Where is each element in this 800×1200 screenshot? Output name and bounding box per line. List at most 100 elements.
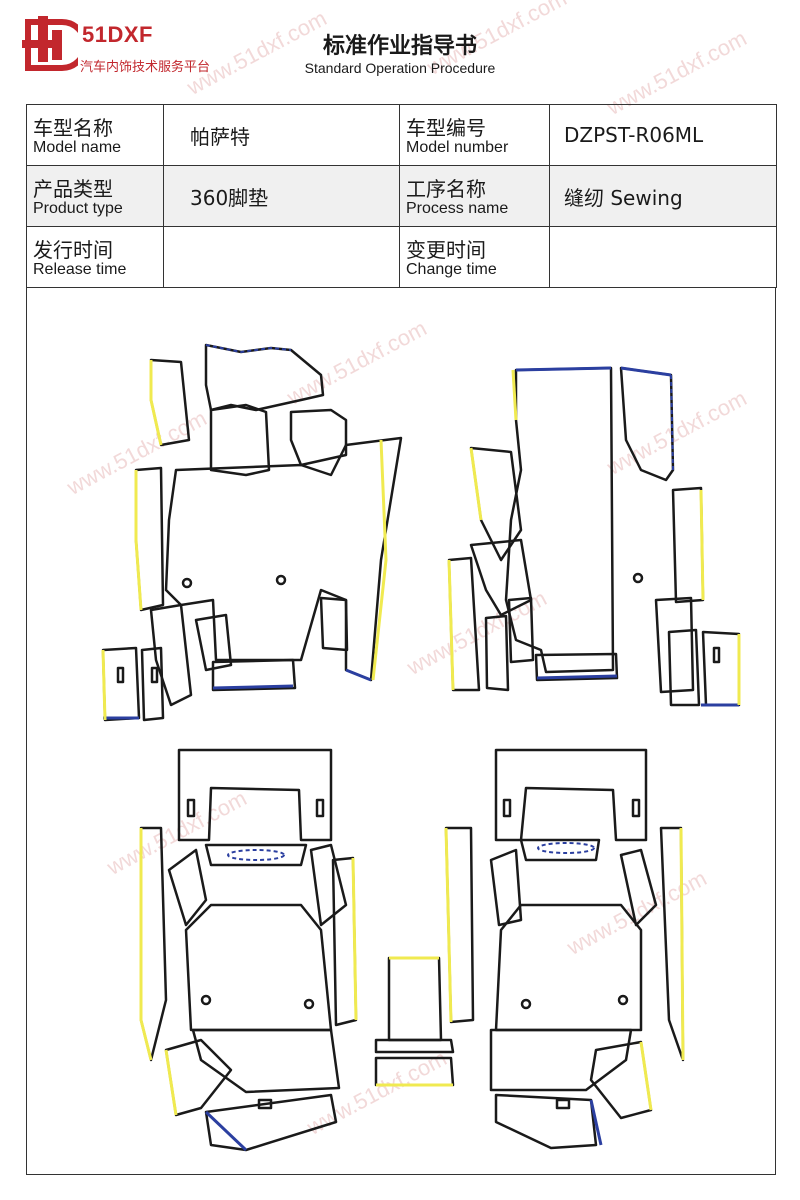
yellow-edge <box>447 559 455 691</box>
pattern-hole <box>520 998 532 1010</box>
pattern-piece <box>671 486 705 604</box>
pattern-piece <box>101 646 141 722</box>
pattern-hole <box>275 574 287 586</box>
pattern-piece <box>534 652 619 682</box>
blue-edge <box>345 668 372 682</box>
pattern-piece <box>374 1056 455 1087</box>
pattern-hole <box>617 994 629 1006</box>
pattern-piece <box>139 826 168 1062</box>
pattern-piece <box>519 838 601 862</box>
blue-edge <box>204 1110 248 1152</box>
process-name-label: 工序名称 Process name <box>399 165 550 227</box>
yellow-edge <box>134 470 143 611</box>
dashed-edge <box>205 344 292 354</box>
pattern-slot <box>502 798 512 818</box>
yellow-edge <box>139 828 153 1061</box>
pattern-piece <box>319 596 349 652</box>
pattern-piece <box>309 843 348 927</box>
change-time-value <box>549 226 777 288</box>
pattern-piece <box>701 630 741 707</box>
product-type-label: 产品类型 Product type <box>26 165 164 227</box>
yellow-edge <box>511 369 518 421</box>
pattern-slot <box>315 798 325 818</box>
yellow-edge <box>679 827 685 1061</box>
pattern-piece <box>289 408 348 467</box>
dashed-ring <box>227 849 285 861</box>
pattern-piece <box>667 628 701 707</box>
process-name-value: 缝纫 Sewing <box>549 165 777 227</box>
pattern-piece <box>494 1093 598 1150</box>
pattern-slot <box>257 1098 273 1110</box>
pattern-piece <box>507 596 535 664</box>
pattern-piece <box>489 848 523 927</box>
pattern-piece <box>654 596 695 694</box>
page-subtitle: Standard Operation Procedure <box>304 60 496 76</box>
dashed-edge <box>670 374 674 471</box>
pattern-piece <box>194 613 233 672</box>
pattern-drawing-area <box>26 288 776 1175</box>
yellow-edge <box>371 439 388 681</box>
pattern-hole <box>200 994 212 1006</box>
page-title: 标准作业指导书 <box>322 34 477 59</box>
model-name-label: 车型名称 Model name <box>26 104 164 166</box>
yellow-edge <box>101 649 107 721</box>
brand-name: 51DXF <box>82 22 153 47</box>
pattern-hole <box>181 577 193 589</box>
pattern-piece <box>209 403 271 477</box>
blue-edge <box>212 684 294 690</box>
pattern-piece <box>504 366 615 674</box>
yellow-edge <box>149 360 163 446</box>
pattern-piece <box>184 903 333 1032</box>
pattern-piece <box>589 1040 653 1120</box>
pattern-piece <box>659 826 685 1062</box>
change-time-label: 变更时间 Change time <box>399 226 550 288</box>
pattern-piece <box>204 1093 338 1152</box>
pattern-piece <box>619 366 675 482</box>
pattern-slot <box>150 666 159 684</box>
info-table: 车型名称 Model name 帕萨特 车型编号 Model number DZ… <box>26 104 777 288</box>
blue-edge <box>620 366 672 377</box>
pattern-piece <box>489 1028 633 1092</box>
brand-tagline: 汽车内饰技术服务平台 <box>80 60 211 75</box>
pattern-piece <box>204 343 325 412</box>
dashed-ring <box>537 842 595 854</box>
pattern-piece <box>494 748 648 842</box>
pattern-piece <box>469 538 533 617</box>
yellow-edge <box>444 827 453 1023</box>
floor-mat-pattern-drawing <box>101 343 741 1152</box>
model-number-label: 车型编号 Model number <box>399 104 550 166</box>
release-time-value <box>163 226 400 288</box>
pattern-piece <box>374 1038 455 1054</box>
blue-edge <box>515 366 612 372</box>
yellow-edge <box>639 1041 653 1111</box>
pattern-piece <box>149 603 193 707</box>
model-number-value: DZPST-R06ML <box>549 104 777 166</box>
pattern-piece <box>177 748 333 842</box>
yellow-edge <box>469 447 483 521</box>
yellow-edge <box>699 489 705 601</box>
pattern-piece <box>204 843 308 867</box>
pattern-piece <box>619 848 658 927</box>
pattern-slot <box>555 1098 571 1110</box>
pattern-piece <box>191 1028 341 1094</box>
blue-edge <box>589 1099 603 1146</box>
pattern-slot <box>186 798 196 818</box>
blue-edge <box>536 674 618 680</box>
model-name-value: 帕萨特 <box>163 104 400 166</box>
pattern-piece <box>484 614 510 692</box>
pattern-slot <box>116 666 125 684</box>
pattern-hole <box>303 998 315 1010</box>
release-time-label: 发行时间 Release time <box>26 226 164 288</box>
pattern-piece <box>140 646 165 722</box>
pattern-piece <box>167 848 208 927</box>
pattern-slot <box>712 646 721 664</box>
yellow-edge <box>351 857 358 1021</box>
pattern-hole <box>632 572 644 584</box>
pattern-slot <box>631 798 641 818</box>
brand-logo-icon <box>22 16 78 71</box>
pattern-piece <box>211 658 297 692</box>
pattern-piece <box>387 956 443 1042</box>
product-type-value: 360脚垫 <box>163 165 400 227</box>
yellow-edge <box>164 1049 178 1116</box>
pattern-piece <box>494 903 643 1032</box>
